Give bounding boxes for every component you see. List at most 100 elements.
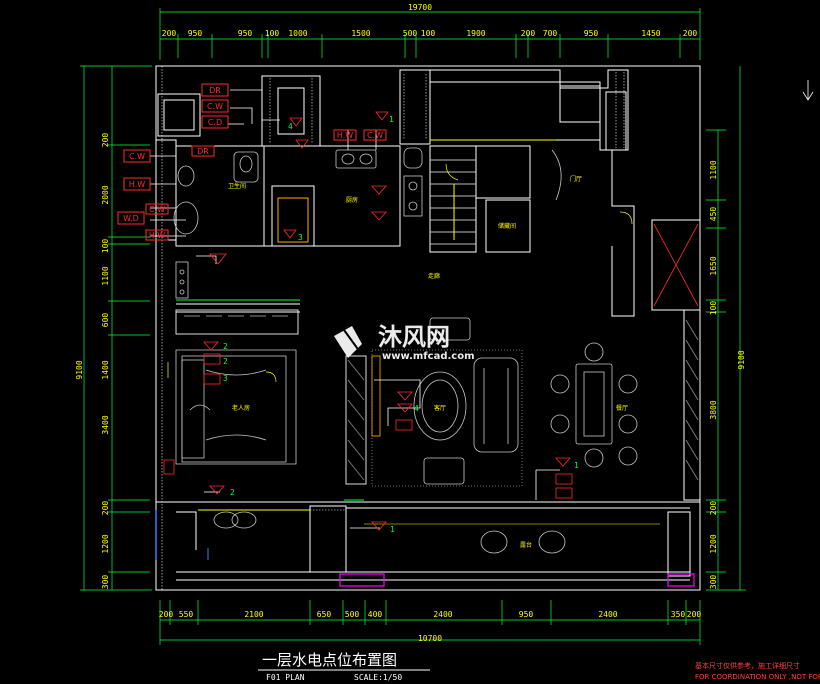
drawing-title: 一层水电点位布置图	[262, 651, 397, 669]
dim-bottom-seg: 2100	[244, 610, 263, 619]
tag-dr-bath: DR	[191, 145, 215, 157]
dim-top-seg: 200	[521, 29, 536, 38]
dim-left-seg: 1200	[101, 534, 110, 553]
dim-left-seg: 1100	[101, 266, 110, 285]
circuit-num: 4	[414, 404, 419, 413]
dim-right-seg: 1100	[709, 160, 718, 179]
tag-hw-low: H.W	[145, 229, 169, 241]
room-label-foyer: 门厅	[570, 175, 582, 183]
tag-text: DR	[209, 86, 221, 95]
dim-top-seg: 200	[683, 29, 698, 38]
tag-cw-mid: C.W	[145, 203, 169, 215]
door-swings	[167, 163, 633, 383]
circuit-numbers: 4 1 3 2 2 3 2 1 4 1	[223, 115, 579, 534]
dim-top-seg: 200	[162, 29, 177, 38]
tag-dr-top: DR	[201, 83, 229, 97]
dim-left-total: 9100	[75, 360, 84, 379]
circuit-num: 1	[389, 115, 394, 124]
dim-top-seg: 700	[543, 29, 558, 38]
dim-right-seg: 1200	[709, 534, 718, 553]
dim-right-seg: 3800	[709, 400, 718, 419]
dim-top-seg: 100	[421, 29, 436, 38]
dimension-bottom	[159, 600, 701, 645]
dim-top-labels: 200 950 950 100 1000 1500 500 100 1900 2…	[162, 29, 698, 38]
watermark-logo	[334, 326, 362, 358]
circuit-num: 2	[223, 342, 228, 351]
dim-left-seg: 600	[101, 313, 110, 328]
tag-cd-top: C.D	[201, 115, 229, 129]
wall-hatch	[161, 66, 625, 590]
circuit-num: 3	[298, 233, 303, 242]
magenta-accents	[339, 573, 695, 587]
circuit-num: 2	[223, 357, 228, 366]
dim-top-total: 19700	[408, 3, 432, 12]
dim-left-labels: 200 2000 100 1100 600 1400 3400 200 1200…	[101, 133, 110, 590]
tag-text: DR	[197, 147, 209, 156]
dim-bottom-seg: 500	[345, 610, 360, 619]
watermark-url: www.mfcad.com	[382, 351, 475, 362]
coordination-note: 基本尺寸仅供参考，施工详细尺寸 FOR COORDINATION ONLY ,N…	[695, 661, 820, 681]
tag-text: C.D	[208, 118, 222, 127]
room-label-kitchen: 厨房	[346, 196, 358, 204]
tag-text: C.W	[129, 152, 145, 161]
dim-top-seg: 950	[188, 29, 203, 38]
dim-right-labels: 1100 450 1650 100 3800 200 1200 300	[709, 160, 718, 589]
tag-text: H.W	[129, 180, 145, 189]
dim-bottom-seg: 200	[687, 610, 702, 619]
dim-top-seg: 950	[238, 29, 253, 38]
note-line-1: 基本尺寸仅供参考，施工详细尺寸	[695, 661, 800, 670]
room-label-dining: 餐厅	[616, 404, 628, 412]
room-label-hallway: 走廊	[428, 272, 440, 280]
room-label-living: 客厅	[434, 404, 446, 412]
dim-top-seg: 1900	[466, 29, 485, 38]
dim-right-seg: 200	[709, 501, 718, 516]
tag-hw-kitchen: H.W	[333, 129, 357, 141]
room-labels: 卫生间 厨房 走廊 门厅 储藏间 老人房 客厅 餐厅 露台	[228, 175, 628, 549]
dim-left-seg: 3400	[101, 415, 110, 434]
dim-left-seg: 2000	[101, 185, 110, 204]
dim-right-seg: 300	[709, 575, 718, 590]
dim-right-seg: 100	[709, 301, 718, 316]
room-label-storage: 储藏间	[498, 222, 516, 230]
dim-left-seg: 1400	[101, 360, 110, 379]
watermark: 沐风网 www.mfcad.com	[334, 323, 475, 362]
room-label-terrace: 露台	[520, 541, 532, 549]
dim-top-seg: 1500	[351, 29, 370, 38]
tag-text: W.D	[123, 214, 139, 223]
circuit-num: 1	[390, 525, 395, 534]
dim-right-total: 9100	[737, 350, 746, 369]
watermark-name: 沐风网	[378, 323, 450, 351]
dim-left-seg: 200	[101, 501, 110, 516]
walls	[155, 65, 701, 591]
north-arrow-icon	[802, 80, 814, 101]
plan-code: F01 PLAN	[266, 673, 305, 682]
partition-lines	[155, 139, 660, 560]
circuit-num: 3	[223, 374, 228, 383]
tag-wd-left: W.D	[117, 211, 145, 225]
washbasin	[173, 201, 199, 235]
tag-text: C.W	[367, 131, 383, 140]
drawing-scale: SCALE:1/50	[354, 673, 402, 682]
furniture	[173, 147, 638, 554]
dim-bottom-seg: 2400	[598, 610, 617, 619]
tag-hw-left: H.W	[123, 177, 151, 191]
dim-top-seg: 500	[403, 29, 418, 38]
title-block: 一层水电点位布置图 F01 PLAN SCALE:1/50	[258, 651, 430, 682]
dim-bottom-seg: 400	[368, 610, 383, 619]
dim-bottom-seg: 950	[519, 610, 534, 619]
dim-top-seg: 950	[584, 29, 599, 38]
dim-bottom-seg: 350	[671, 610, 686, 619]
dimension-right	[706, 66, 746, 591]
room-label-bathroom: 卫生间	[228, 182, 246, 190]
dimension-left	[80, 65, 152, 591]
toilet	[177, 165, 195, 187]
wiring	[150, 89, 560, 529]
dim-left-seg: 300	[101, 575, 110, 590]
dim-left-seg: 100	[101, 239, 110, 254]
dim-bottom-seg: 550	[179, 610, 194, 619]
water-point-tags: DR C.W C.D DR C.W H.W C.W W.D	[117, 83, 387, 241]
tag-text: C.W	[149, 205, 165, 214]
dim-bottom-seg: 650	[317, 610, 332, 619]
tag-cw-top: C.W	[201, 99, 229, 113]
